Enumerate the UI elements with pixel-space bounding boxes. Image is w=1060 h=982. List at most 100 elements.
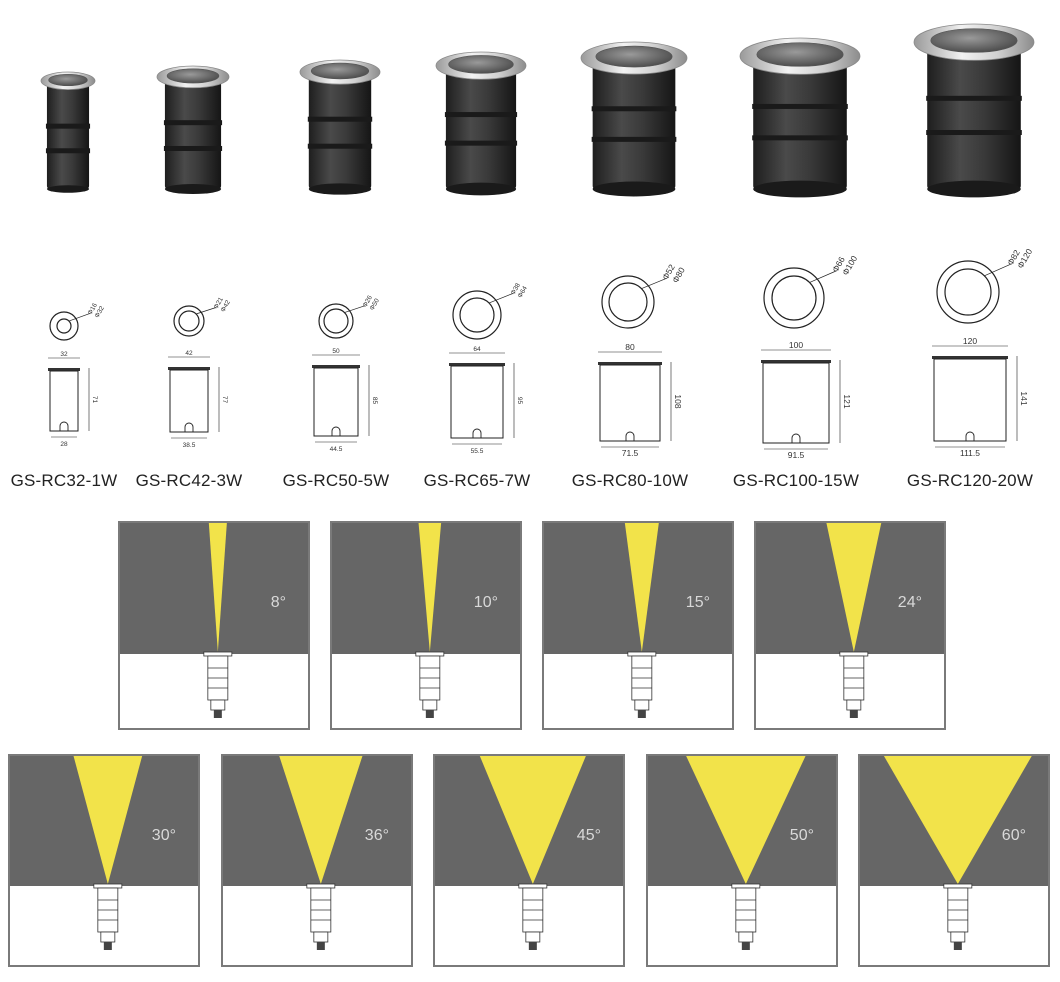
- outer-circle: [173, 305, 205, 337]
- housing-base: [46, 185, 90, 193]
- height-label: 71: [91, 396, 98, 404]
- beam-angle-label: 60°: [1002, 827, 1026, 844]
- fixture-cable-gland: [425, 710, 434, 718]
- lens: [756, 42, 844, 67]
- products-layer: Φ16Φ32322871GS-RC32-1WΦ21Φ424238.577GS-R…: [11, 23, 1035, 490]
- cable-outlet: [625, 431, 635, 441]
- beam-panel-8: 8°: [118, 521, 310, 730]
- beam-angle-label: 15°: [686, 594, 710, 611]
- housing-groove: [591, 136, 677, 142]
- light-beam: [418, 523, 442, 652]
- beam-angle-label: 8°: [271, 594, 286, 611]
- fixture-flange: [93, 883, 123, 889]
- light-beam: [686, 756, 806, 884]
- lens: [448, 55, 514, 74]
- fixture-flange: [839, 651, 869, 657]
- outer-circle: [49, 311, 79, 341]
- light-beam: [883, 756, 1032, 884]
- flange: [312, 365, 360, 368]
- housing-base: [927, 180, 1021, 198]
- bottom-width-label: 44.5: [330, 446, 343, 453]
- beam-panel-36: 36°: [221, 754, 413, 967]
- model-name: GS-RC50-5W: [283, 471, 390, 490]
- fixture-flange: [415, 651, 445, 657]
- inner-circle: [178, 310, 200, 332]
- outer-diameter-label: Φ100: [840, 254, 859, 277]
- housing-body: [592, 59, 676, 189]
- housing-groove: [752, 103, 848, 109]
- light-beam: [279, 756, 363, 884]
- fixture-cable-gland: [103, 942, 112, 950]
- fixture-cable-gland: [213, 710, 222, 718]
- housing-body: [46, 81, 90, 189]
- bottom-width-label: 111.5: [960, 448, 980, 458]
- panel-border: [754, 521, 946, 730]
- top-width-label: 100: [789, 340, 803, 350]
- panel-border: [433, 754, 625, 967]
- leader-line: [344, 305, 366, 313]
- outer-circle: [452, 290, 502, 340]
- housing-groove: [926, 130, 1022, 136]
- cable-outlet: [184, 422, 194, 432]
- inner-circle: [771, 275, 817, 321]
- panel-border: [646, 754, 838, 967]
- product-photo: [156, 65, 230, 195]
- product-photo: [913, 23, 1035, 198]
- cable-outlet: [965, 431, 975, 441]
- bottom-width-label: 55.5: [471, 448, 484, 455]
- beam-angle-label: 30°: [152, 827, 176, 844]
- bottom-width-label: 28: [60, 441, 68, 448]
- outer-circle: [936, 260, 1000, 324]
- panel-border: [330, 521, 522, 730]
- product-photo: [435, 51, 527, 196]
- side-body: [313, 367, 359, 437]
- model-name: GS-RC80-10W: [572, 471, 689, 490]
- fixture-icon: [627, 651, 657, 718]
- fixture-cable-gland: [637, 710, 646, 718]
- housing-body: [164, 77, 222, 189]
- model-name: GS-RC120-20W: [907, 471, 1033, 490]
- fixture-flange: [306, 883, 336, 889]
- lens: [595, 45, 673, 68]
- lens: [166, 68, 220, 84]
- product-photo: [299, 59, 381, 195]
- fixture-connector: [100, 931, 116, 943]
- beam-panel-60: 60°: [858, 754, 1050, 967]
- housing-body: [308, 73, 372, 189]
- side-body: [169, 369, 209, 433]
- beam-angle-label: 50°: [790, 827, 814, 844]
- housing-groove: [163, 120, 223, 126]
- beam-angle-label: 36°: [365, 827, 389, 844]
- top-width-label: 120: [963, 336, 977, 346]
- beam-angle-label: 10°: [474, 594, 498, 611]
- leader-line: [641, 278, 667, 290]
- leader-line: [809, 270, 837, 283]
- fixture-flange: [518, 883, 548, 889]
- fixture-icon: [203, 651, 233, 718]
- fixture-icon: [943, 883, 973, 950]
- fixture-cable-gland: [849, 710, 858, 718]
- housing-groove: [163, 145, 223, 151]
- fixture-flange: [203, 651, 233, 657]
- beam-panel-15: 15°: [542, 521, 734, 730]
- fixture-cable-gland: [316, 942, 325, 950]
- height-label: 141: [1019, 391, 1029, 405]
- housing-groove: [45, 123, 91, 129]
- housing-groove: [444, 140, 518, 146]
- inner-circle: [459, 297, 495, 333]
- housing-base: [308, 183, 372, 195]
- housing-body: [927, 43, 1021, 189]
- top-width-label: 50: [332, 348, 340, 355]
- fixture-flange: [627, 651, 657, 657]
- panel-border: [858, 754, 1050, 967]
- bottom-width-label: 71.5: [622, 448, 639, 458]
- top-width-label: 64: [473, 346, 481, 353]
- fixture-cable-gland: [953, 942, 962, 950]
